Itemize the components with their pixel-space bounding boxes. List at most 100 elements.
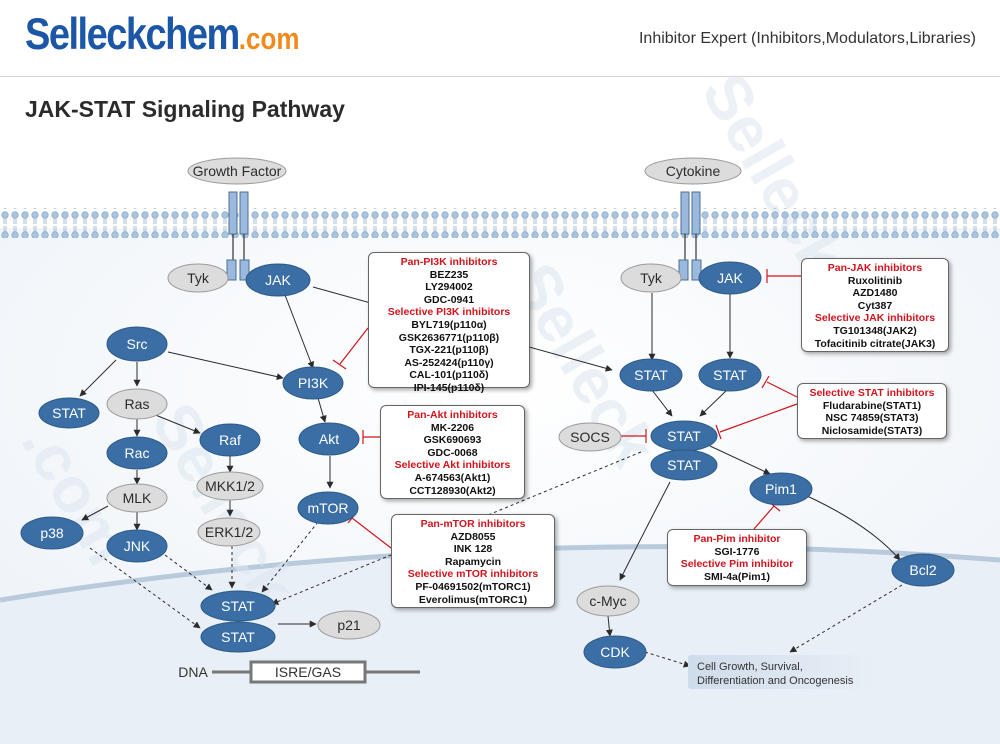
inhibitor-heading: Selective PI3K inhibitors bbox=[387, 306, 511, 319]
mkk-node[interactable] bbox=[196, 471, 264, 501]
inhibitor-item[interactable]: INK 128 bbox=[453, 543, 493, 556]
pim1-label: Pim1 bbox=[765, 481, 797, 497]
inhibitor-item[interactable]: GSK690693 bbox=[423, 434, 482, 447]
stat-nucleus-label-1: STAT bbox=[221, 598, 255, 614]
inhibitor-item[interactable]: PF-04691502(mTORC1) bbox=[415, 580, 531, 593]
stat-src-node[interactable] bbox=[38, 397, 100, 429]
selleckchem-logo[interactable]: Selleckchem.com bbox=[25, 10, 299, 67]
inhibitor-item[interactable]: Cyt387 bbox=[857, 299, 893, 312]
jnk-label: JNK bbox=[124, 538, 151, 554]
inhibitor-heading: Pan-Pim inhibitor bbox=[693, 533, 781, 545]
tyk-right-label: Tyk bbox=[640, 270, 663, 286]
growth-factor-label: Growth Factor bbox=[193, 163, 282, 179]
inhibitor-item[interactable]: CCT128930(Akt2) bbox=[409, 484, 496, 497]
cmyc-node[interactable] bbox=[576, 585, 640, 617]
dna-label: DNA bbox=[178, 664, 208, 680]
jnk-node[interactable] bbox=[106, 529, 168, 563]
inhibitor-item[interactable]: BEZ235 bbox=[429, 268, 469, 281]
isre-gas-label: ISRE/GAS bbox=[275, 664, 341, 680]
inhibitor-heading: Selective Akt inhibitors bbox=[394, 459, 511, 472]
bcl2-node[interactable] bbox=[891, 553, 955, 587]
logo-main: Selleckchem bbox=[25, 10, 240, 60]
stat-nucleus-node-1[interactable] bbox=[200, 590, 276, 622]
src-node[interactable] bbox=[106, 326, 168, 362]
tyk-left-label: Tyk bbox=[187, 270, 210, 286]
header-tagline: Inhibitor Expert (Inhibitors,Modulators,… bbox=[638, 30, 976, 47]
inhibitor-heading: Selective mTOR inhibitors bbox=[407, 568, 539, 581]
cdk-node[interactable] bbox=[583, 635, 647, 669]
outcome-line-2: Differentiation and Oncogenesis bbox=[697, 675, 854, 687]
inhibitor-item[interactable]: AZD8055 bbox=[450, 530, 496, 543]
p38-node[interactable] bbox=[20, 516, 84, 550]
jak-right-label: JAK bbox=[717, 270, 743, 286]
inhibitor-item[interactable]: CAL-101(p110δ) bbox=[409, 369, 489, 382]
inhibitor-item[interactable]: AS-252424(p110γ) bbox=[404, 356, 494, 369]
src-label: Src bbox=[127, 336, 148, 352]
growth-factor-node[interactable] bbox=[187, 157, 287, 185]
inhibitor-item[interactable]: SGI-1776 bbox=[714, 545, 760, 558]
pim1-node[interactable] bbox=[749, 472, 813, 506]
inhibitor-item[interactable]: Rapamycin bbox=[444, 555, 502, 568]
raf-node[interactable] bbox=[199, 423, 261, 457]
pi3k-node[interactable] bbox=[282, 366, 344, 400]
p21-node[interactable] bbox=[317, 610, 381, 640]
inhibitor-item[interactable]: BYL719(p110α) bbox=[411, 318, 487, 331]
inhibitor-item[interactable]: Tofacitinib citrate(JAK3) bbox=[814, 337, 936, 350]
inhibitor-item[interactable]: GSK2636771(p110β) bbox=[398, 331, 500, 344]
stat-dimer-node-2[interactable] bbox=[650, 449, 718, 481]
stat-right-node-2[interactable] bbox=[698, 358, 762, 392]
rac-label: Rac bbox=[125, 445, 150, 461]
logo-suffix: .com bbox=[238, 20, 300, 57]
inhibitor-item[interactable]: MK-2206 bbox=[430, 421, 475, 434]
inhibitor-heading: Pan-JAK inhibitors bbox=[827, 262, 923, 274]
inhibitor-item[interactable]: GDC-0068 bbox=[427, 446, 478, 459]
inhibitor-item[interactable]: A-674563(Akt1) bbox=[414, 471, 491, 484]
inhibitor-item[interactable]: Ruxolitinib bbox=[847, 274, 903, 287]
growth-factor-receptor bbox=[226, 191, 250, 281]
stat-dimer-label-2: STAT bbox=[667, 457, 701, 473]
rac-node[interactable] bbox=[106, 436, 168, 470]
stat-src-label: STAT bbox=[52, 405, 86, 421]
erk-label: ERK1/2 bbox=[205, 524, 253, 540]
inhibitor-item[interactable]: TG101348(JAK2) bbox=[833, 324, 917, 337]
socs-label: SOCS bbox=[570, 429, 610, 445]
inhibitor-item[interactable]: IPI-145(p110δ) bbox=[413, 381, 485, 394]
cytokine-node[interactable] bbox=[644, 157, 742, 185]
inhibitor-item[interactable]: GDC-0941 bbox=[423, 293, 475, 306]
ras-label: Ras bbox=[125, 396, 150, 412]
mkk-label: MKK1/2 bbox=[205, 478, 255, 494]
site-header: Selleckchem.com Inhibitor Expert (Inhibi… bbox=[0, 0, 1000, 77]
jak-right-node[interactable] bbox=[698, 261, 762, 295]
stat-right-label-1: STAT bbox=[634, 367, 668, 383]
inhibition-lines bbox=[332, 269, 801, 549]
inhibitor-item[interactable]: LY294002 bbox=[425, 281, 473, 294]
cytokine-receptor bbox=[678, 191, 702, 281]
tyk-right-node[interactable] bbox=[620, 263, 682, 293]
inhibitor-item[interactable]: Everolimus(mTORC1) bbox=[418, 593, 528, 606]
akt-node[interactable] bbox=[298, 422, 360, 456]
inhibitor-item[interactable]: TGX-221(p110β) bbox=[409, 344, 489, 357]
jak-left-node[interactable] bbox=[245, 263, 311, 297]
stat-right-node-1[interactable] bbox=[619, 358, 683, 392]
mtor-node[interactable] bbox=[297, 491, 359, 525]
mlk-label: MLK bbox=[123, 490, 152, 506]
inhibitor-item[interactable]: NSC 74859(STAT3) bbox=[825, 412, 919, 425]
inhibitor-item[interactable]: SMI-4a(Pim1) bbox=[704, 570, 770, 583]
p38-label: p38 bbox=[40, 525, 64, 541]
ras-node[interactable] bbox=[106, 388, 168, 420]
tyk-left-node[interactable] bbox=[167, 263, 229, 293]
inhibitor-item[interactable]: Fludarabine(STAT1) bbox=[822, 399, 922, 412]
stat-nucleus-node-2[interactable] bbox=[200, 621, 276, 653]
cell-membrane bbox=[0, 208, 1000, 238]
inhibitor-heading: Selective JAK inhibitors bbox=[814, 312, 936, 325]
socs-node[interactable] bbox=[558, 422, 622, 452]
inhibitor-item[interactable]: Niclosamide(STAT3) bbox=[821, 424, 923, 437]
inhibitor-heading: Selective STAT inhibitors bbox=[809, 387, 935, 399]
erk-node[interactable] bbox=[197, 517, 261, 547]
mlk-node[interactable] bbox=[106, 483, 168, 513]
inhibitor-item[interactable]: AZD1480 bbox=[852, 287, 898, 300]
